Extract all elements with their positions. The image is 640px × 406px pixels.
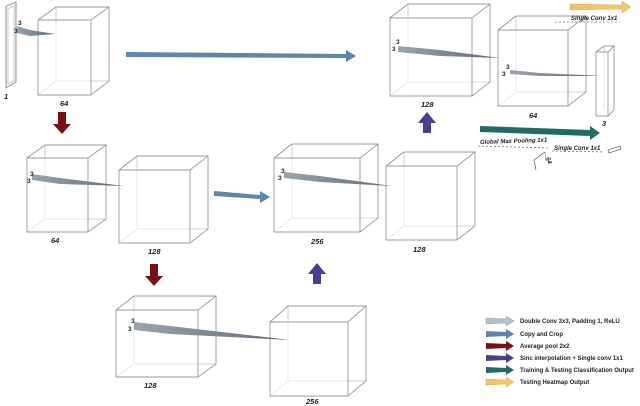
double-conv-arrow-icon [485,315,515,327]
legend-label-double-conv: Double Conv 3x3, Padding 1, ReLU [520,319,620,325]
legend-label-heatmap: Testing Heatmap Output [520,380,589,386]
enc1-channels-label: 64 [60,99,69,108]
dec1-kernel-a: 3 [396,39,400,46]
classification-arrow-icon [486,365,514,375]
global-max-pooling-label: Global Max Pooling 1x1 [480,138,548,146]
enc1-kernel-a: 3 [18,20,22,27]
global-max-pool-dash [477,145,549,149]
enc3-kernel-a: 3 [131,318,135,325]
dec1-in-cube [389,3,491,97]
dec2-out-label: 128 [413,245,426,254]
dec1-out-cube [497,15,587,107]
dec1-kernel-wedge [398,46,500,58]
class-channels-label: 64 [544,157,552,166]
sinc-arrow-icon [486,353,514,363]
enc3-in-label: 128 [144,381,157,390]
enc3-out-cube [269,304,367,397]
dec2-out-cube [385,151,476,241]
legend-item-sinc: Sinc interpolation + Single conv 1x1 [486,353,624,363]
legend-label-copy-crop: Copy and Crop [520,332,563,338]
legend-item-heatmap: Testing Heatmap Output [485,376,589,388]
sinc-arrow-2 [418,112,436,133]
dec2-in-label: 256 [310,237,324,246]
legend-item-double-conv: Double Conv 3x3, Padding 1, ReLU [485,315,620,327]
enc2-kernel-b: 3 [27,178,31,185]
heatmap-output-arrow [569,0,632,14]
input-channels-label: 1 [4,92,8,101]
enc3-out-label: 256 [305,397,319,406]
dec2-kernel-b: 3 [278,175,282,182]
dec1-out-label: 64 [529,111,538,120]
copy-crop-arrow-level1 [126,50,356,62]
enc1-kernel-wedge [17,26,55,36]
enc3-in-cube [115,295,217,378]
enc2-out-label: 128 [148,247,161,256]
dec1-out-kernel-b: 3 [502,71,506,78]
legend-item-copy-crop: Copy and Crop [486,329,563,339]
legend: Double Conv 3x3, Padding 1, ReLU Copy an… [485,315,634,388]
avg-pool-arrow-1 [53,112,71,134]
enc2-in-label: 64 [51,236,60,245]
single-conv-top-label: Single Conv 1x1 [571,16,618,22]
enc3-kernel-b: 3 [128,326,132,333]
enc1-kernel-b: 3 [14,28,18,35]
dec2-kernel-a: 3 [281,168,285,175]
dec1-out-kernel-a: 3 [506,64,510,71]
avg-pool-arrow-2 [145,264,163,286]
dec1-kernel-b: 3 [392,46,396,53]
enc2-in-cube [26,144,107,233]
enc2-out-cube [118,155,209,244]
copy-crop-arrow-level2 [214,191,270,203]
copy-crop-arrow-icon [486,329,514,339]
legend-label-avg-pool: Average pool 2x2 [520,344,570,350]
enc3-kernel-wedge [134,322,290,340]
legend-label-sinc: Sinc interpolation + Single conv 1x1 [520,356,624,362]
dec2-in-cube [273,143,379,233]
classification-output-arrow [480,126,600,140]
legend-item-classification: Training & Testing Classification Output [486,365,634,375]
output-channels-label: 3 [602,119,607,128]
heatmap-arrow-icon [485,376,515,388]
dec1-in-label: 128 [421,100,434,109]
enc1-cube [37,6,110,96]
input-slab [5,1,17,89]
dec1-out-kernel-wedge [510,70,604,76]
dec2-kernel-wedge [284,172,392,186]
single-conv-class-label: Single Conv 1x1 [554,146,601,152]
avg-pool-arrow-icon [486,341,514,351]
output-slab [595,44,615,117]
class-output-chip [607,145,622,154]
sinc-arrow-1 [308,263,326,284]
single-conv-class-dash [551,150,605,153]
enc2-kernel-a: 3 [30,171,34,178]
enc2-kernel-wedge [32,174,124,186]
legend-item-avg-pool: Average pool 2x2 [486,341,570,351]
class-vector-icon [533,151,547,171]
legend-label-classification: Training & Testing Classification Output [520,368,634,374]
